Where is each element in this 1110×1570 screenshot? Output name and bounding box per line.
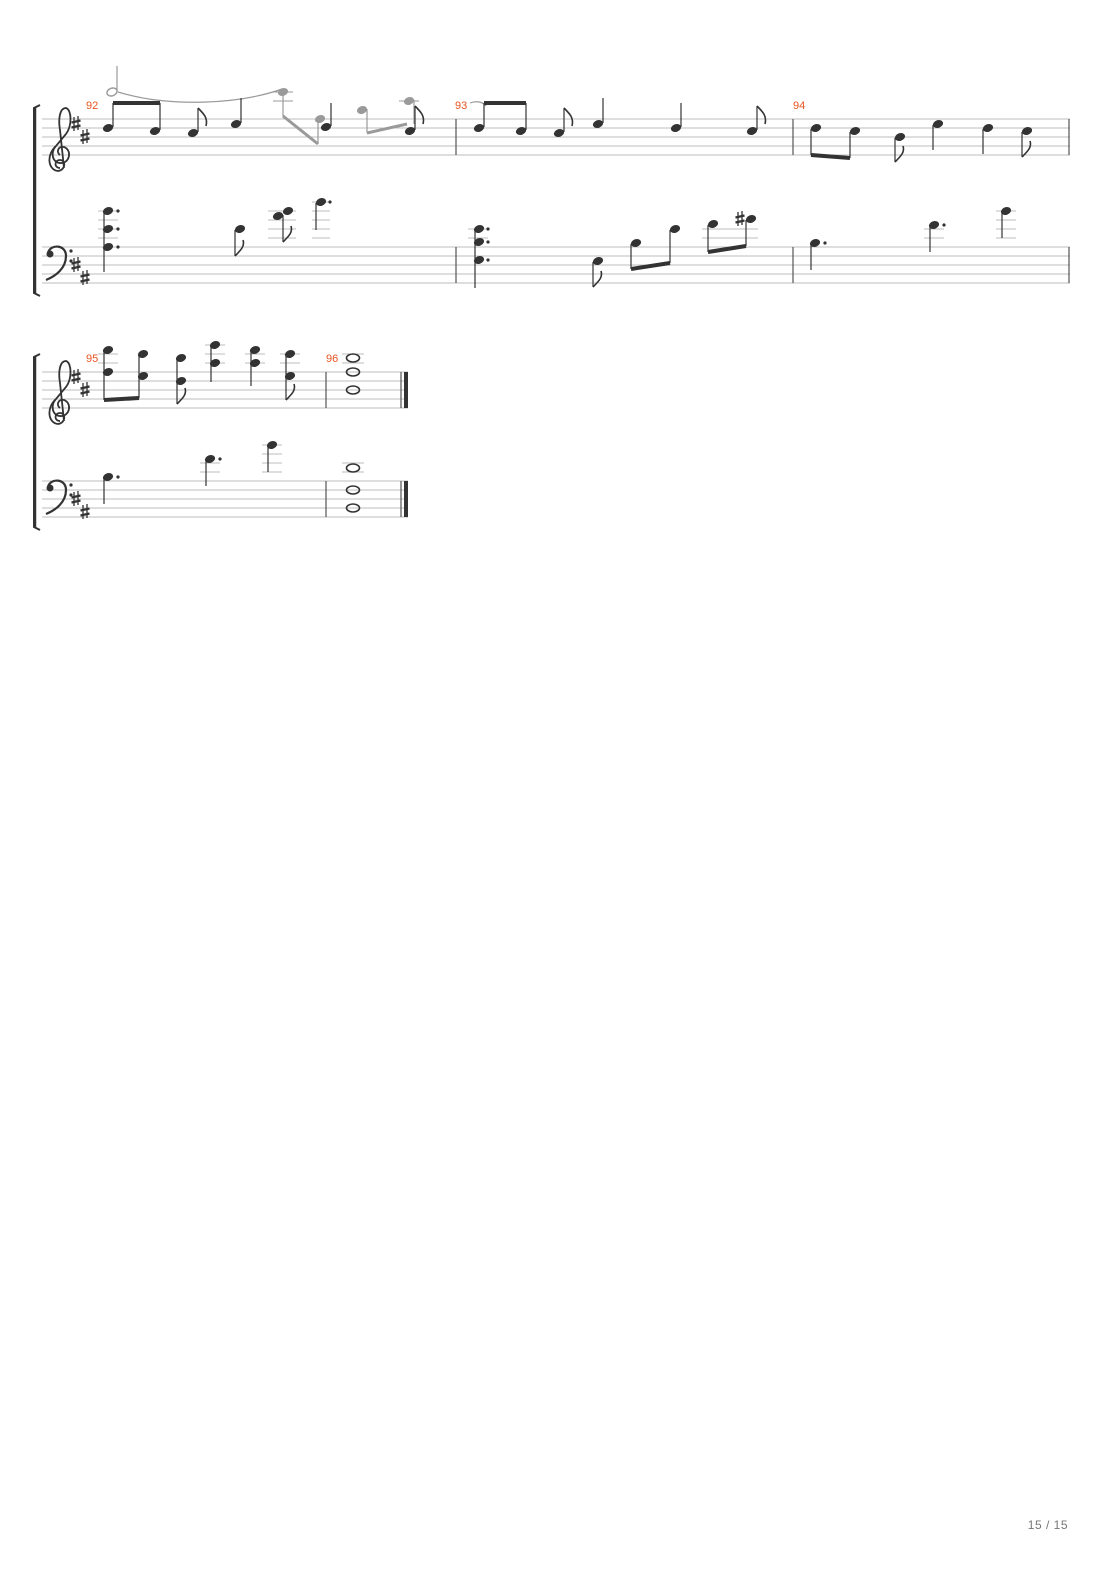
- measure-95-bass: [101, 439, 282, 504]
- treble-staff-2: [42, 371, 408, 409]
- bass-clef-icon: [45, 245, 73, 282]
- measure-92-bass: [98, 196, 332, 272]
- measure-number-94: 94: [793, 100, 805, 112]
- measure-94-treble: [809, 118, 1034, 163]
- treble-staff-1: [42, 118, 1070, 156]
- measure-92-treble: [101, 66, 425, 146]
- bass-staff-1: [42, 246, 1070, 284]
- treble-clef-icon: [48, 360, 72, 425]
- sharp-icon: [70, 114, 82, 133]
- measure-95-treble: [98, 339, 300, 405]
- measure-93-treble: [469, 98, 767, 139]
- sharp-icon: [70, 367, 82, 386]
- score-page: 92 93 94: [33, 66, 1070, 531]
- measure-96-bass: [342, 462, 364, 513]
- measure-number-95: 95: [86, 353, 98, 365]
- bass-clef-icon: [45, 479, 73, 516]
- page-indicator: 15 / 15: [1027, 1518, 1068, 1532]
- measure-number-92: 92: [86, 100, 98, 112]
- measure-number-96: 96: [326, 353, 338, 365]
- system-1: 92 93 94: [33, 66, 1070, 297]
- barlines-1: [455, 119, 1070, 283]
- measure-93-bass: [468, 209, 758, 288]
- barlines-2: [325, 372, 408, 517]
- measure-number-93: 93: [455, 100, 467, 112]
- measure-94-bass: [808, 205, 1016, 270]
- treble-clef-icon: [48, 107, 72, 172]
- system-2: 95 96: [33, 339, 408, 531]
- measure-96-treble: [342, 353, 364, 395]
